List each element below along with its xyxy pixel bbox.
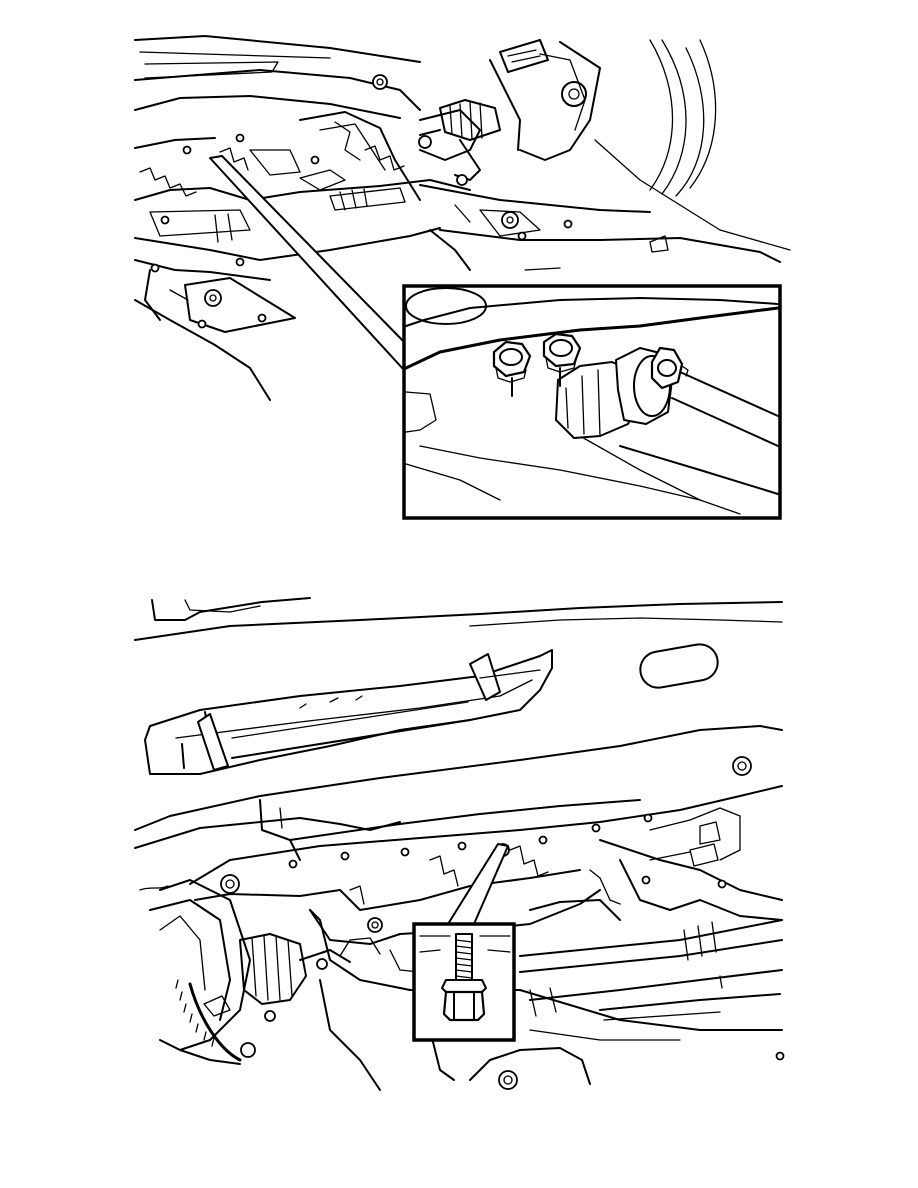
bottom-line-drawing [134,597,785,1091]
top-mounting-holes [150,74,573,329]
bottom-wheel-hub [139,879,351,1065]
figure-top-underbody-inset [0,0,918,560]
figure-bottom-subframe-inset [0,560,918,1188]
inset-box-bolt [412,922,516,1042]
inset-nut-left [492,340,532,383]
top-tire-arcs [649,39,717,197]
bottom-mounting-holes [220,756,785,1090]
inset-bolt [441,933,487,1022]
inset-nut-middle [542,332,582,373]
bottom-body-panels [134,597,783,1091]
inset-nut-right [650,346,689,390]
inset-box-nuts [402,284,782,520]
top-wheel-hub [419,39,791,251]
top-body-panels [134,35,781,401]
top-line-drawing [134,35,791,520]
